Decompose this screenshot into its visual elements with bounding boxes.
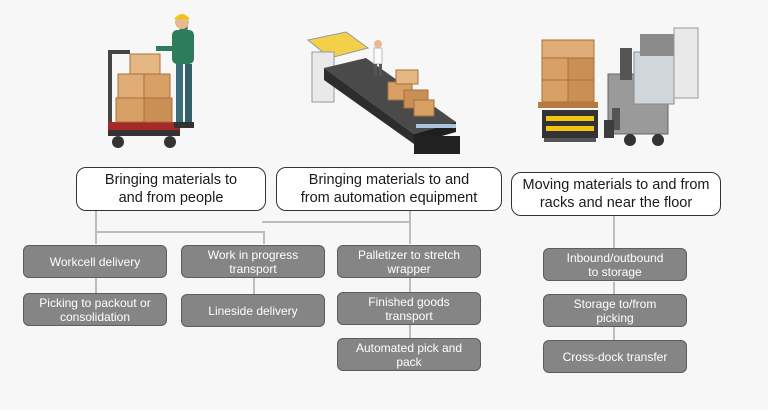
use-case-cross-dock-transfer: Cross-dock transfer: [543, 340, 687, 373]
leaf-label: Cross-dock transfer: [562, 349, 668, 364]
leaf-label: Automated pick and pack: [355, 340, 463, 369]
use-case-lineside-delivery: Lineside delivery: [181, 294, 325, 327]
use-case-work-in-progress-transport: Work in progress transport: [181, 245, 325, 278]
category-people-label: Bringing materials to and from people: [104, 172, 238, 206]
use-case-finished-goods-transport: Finished goods transport: [337, 292, 481, 325]
leaf-label: Lineside delivery: [208, 303, 298, 318]
category-automation-label: Bringing materials to and from automatio…: [300, 172, 478, 206]
use-case-storage-to-from-picking: Storage to/from picking: [543, 294, 687, 327]
leaf-label: Picking to packout or consolidation: [39, 295, 151, 324]
leaf-label: Workcell delivery: [49, 254, 141, 269]
use-case-automated-pick-and-pack: Automated pick and pack: [337, 338, 481, 371]
leaf-label: Work in progress transport: [207, 247, 299, 276]
connector-people: [95, 210, 265, 244]
conveyor-with-boxes-icon: [306, 31, 460, 154]
leaf-label: Finished goods transport: [368, 294, 450, 323]
leaf-label: Inbound/outbound to storage: [566, 250, 664, 279]
category-automation: Bringing materials to and from automatio…: [276, 167, 502, 211]
leaf-label: Palletizer to stretch wrapper: [357, 247, 461, 276]
category-racks-label: Moving materials to and from racks and n…: [522, 177, 710, 211]
category-people: Bringing materials to and from people: [76, 167, 266, 211]
connector-automation: [262, 210, 411, 223]
leaf-label: Storage to/from picking: [573, 296, 657, 325]
worker-with-cart-of-boxes-icon: [108, 14, 194, 148]
category-racks: Moving materials to and from racks and n…: [511, 172, 721, 216]
autonomous-forklift-with-pallet-icon: [538, 27, 699, 146]
use-case-palletizer-to-stretch-wrapper: Palletizer to stretch wrapper: [337, 245, 481, 278]
use-case-picking-to-packout: Picking to packout or consolidation: [23, 293, 167, 326]
use-case-inbound-outbound-to-storage: Inbound/outbound to storage: [543, 248, 687, 281]
use-case-workcell-delivery: Workcell delivery: [23, 245, 167, 278]
